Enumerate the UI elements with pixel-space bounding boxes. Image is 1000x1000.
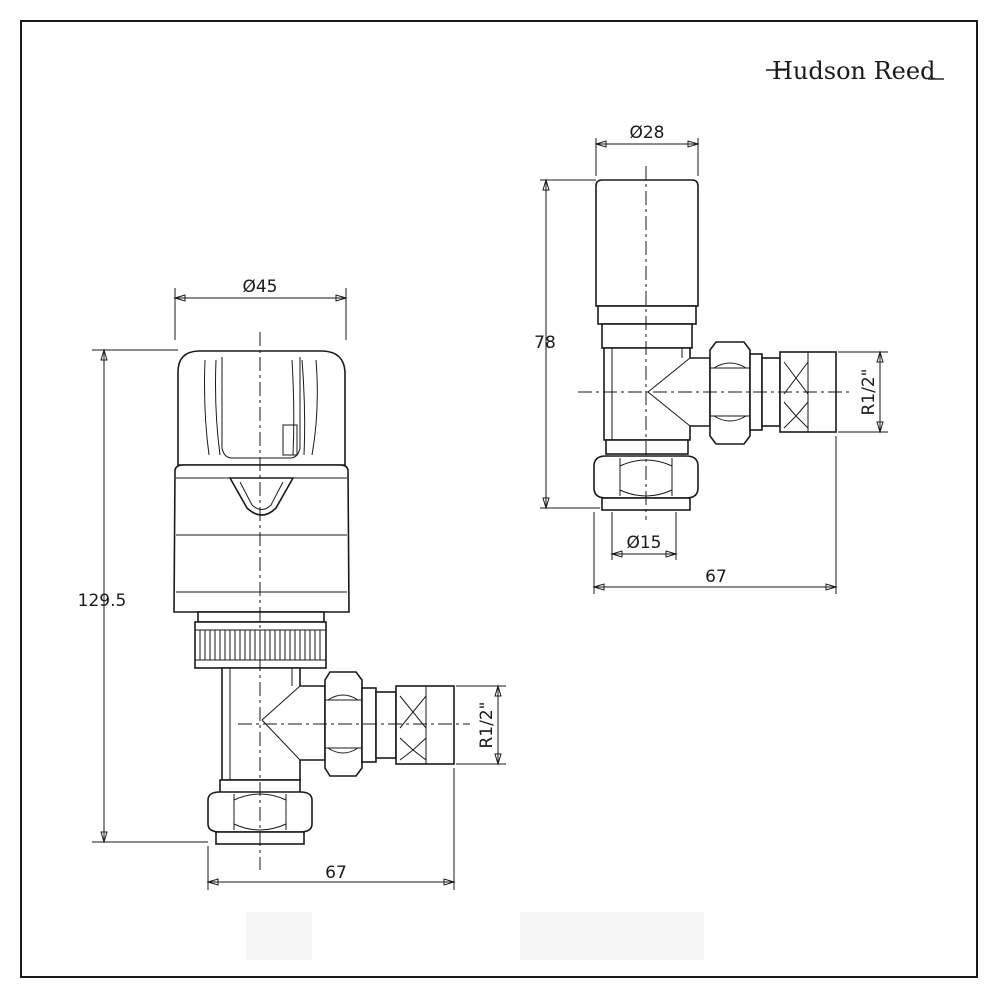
- dimension-depth-67: 67: [206, 768, 456, 890]
- watermark-block-left: [246, 912, 312, 960]
- thermostatic-head-cap: [177, 350, 346, 466]
- dim-label-height: 129.5: [78, 591, 127, 611]
- dim-label-height-right: 78: [534, 333, 556, 353]
- thermostatic-valve-drawing: Ø45 129.5 67 R1/2": [78, 277, 506, 890]
- dimension-height-78: 78: [534, 178, 600, 510]
- dimension-inlet-15: Ø15: [610, 512, 678, 560]
- brand-logo: Hudson Reed: [766, 57, 944, 85]
- manual-valve-body: [603, 347, 711, 441]
- dim-label-inlet: Ø15: [626, 533, 661, 553]
- dim-label-thread: R1/2": [477, 702, 497, 749]
- thermostatic-head-body: [173, 464, 350, 613]
- dimension-width-45: Ø45: [173, 277, 348, 340]
- dimension-top-28: Ø28: [594, 123, 700, 176]
- dimension-height-129-5: 129.5: [78, 348, 208, 844]
- manual-side-hex-nut: [709, 341, 751, 445]
- dimension-thread-r1-2: R1/2": [456, 684, 506, 766]
- dim-label-thread-right: R1/2": [859, 369, 879, 416]
- dim-label-width: Ø45: [242, 277, 277, 297]
- dim-label-depth-right: 67: [705, 567, 727, 587]
- dimension-thread-r1-2-right: R1/2": [838, 350, 888, 434]
- dim-label-top: Ø28: [629, 123, 664, 143]
- manual-valve-drawing: Ø28 78 Ø15 67: [534, 123, 888, 594]
- brand-name: Hudson Reed: [772, 57, 935, 85]
- threaded-tail: [395, 685, 455, 765]
- drawing-frame: [20, 20, 978, 978]
- dim-label-depth: 67: [325, 863, 347, 883]
- watermark-block-right: [520, 912, 704, 960]
- manual-valve-cap: [595, 179, 699, 307]
- dimension-depth-67-right: 67: [592, 436, 838, 594]
